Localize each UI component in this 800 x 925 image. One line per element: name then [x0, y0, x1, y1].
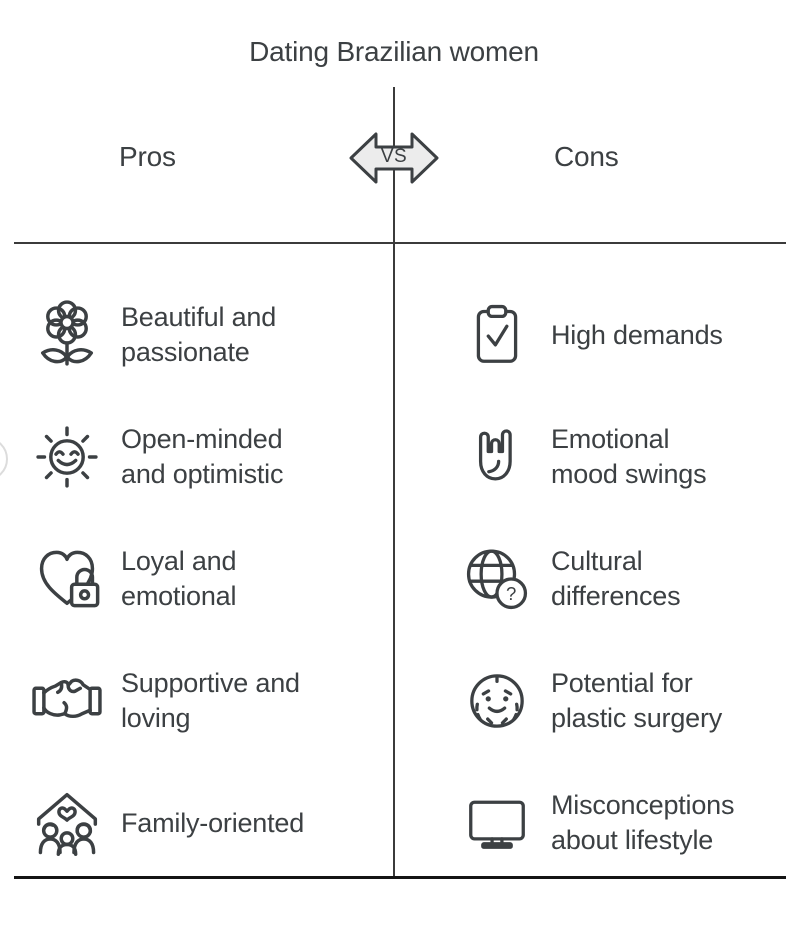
- list-item: Loyal and emotional: [28, 518, 394, 640]
- pros-list: Beautiful and passionate Open-minded and…: [28, 274, 394, 884]
- sun-smiley-icon: [28, 420, 106, 494]
- header-separator-line: [14, 242, 786, 244]
- family-home-icon: [28, 786, 106, 860]
- heart-lock-icon: [28, 542, 106, 616]
- rock-hand-icon: [462, 421, 532, 493]
- page-title: Dating Brazilian women: [249, 36, 539, 67]
- flower-icon: [28, 298, 106, 372]
- cons-list: High demands Emotional mood swings ? Cul…: [462, 274, 798, 884]
- double-arrow-icon: [349, 132, 439, 184]
- cons-header: Cons: [554, 141, 619, 172]
- vs-label: VS: [380, 146, 408, 167]
- handshake-icon: [28, 664, 106, 738]
- bottom-separator-line: [14, 876, 786, 879]
- list-item: Open-minded and optimistic: [28, 396, 394, 518]
- clipboard-check-icon: [462, 299, 532, 371]
- cons-item-label: Cultural differences: [551, 546, 681, 611]
- cons-item-label: Misconceptions about lifestyle: [551, 790, 735, 855]
- pros-item-label: Beautiful and passionate: [121, 302, 277, 367]
- pros-item-label: Supportive and loving: [121, 668, 300, 733]
- list-item: Emotional mood swings: [462, 396, 798, 518]
- list-item: Family-oriented: [28, 762, 394, 884]
- monitor-icon: [462, 787, 532, 859]
- pros-header: Pros: [119, 141, 176, 172]
- pros-item-label: Loyal and emotional: [121, 546, 237, 611]
- list-item: Misconceptions about lifestyle: [462, 762, 798, 884]
- globe-question-icon: ?: [462, 543, 532, 615]
- edge-artifact-arc: [0, 437, 8, 481]
- cons-item-label: High demands: [551, 319, 723, 350]
- list-item: Supportive and loving: [28, 640, 394, 762]
- face-surgery-icon: [462, 665, 532, 737]
- list-item: ? Cultural differences: [462, 518, 798, 640]
- center-divider-line: [393, 87, 395, 877]
- svg-text:?: ?: [506, 583, 516, 604]
- vs-badge-shape: [349, 132, 439, 184]
- cons-item-label: Potential for plastic surgery: [551, 668, 723, 733]
- list-item: Beautiful and passionate: [28, 274, 394, 396]
- pros-item-label: Family-oriented: [121, 807, 305, 838]
- list-item: Potential for plastic surgery: [462, 640, 798, 762]
- pros-item-label: Open-minded and optimistic: [121, 424, 284, 489]
- vs-badge: VS: [348, 125, 440, 191]
- list-item: High demands: [462, 274, 798, 396]
- cons-item-label: Emotional mood swings: [551, 424, 707, 489]
